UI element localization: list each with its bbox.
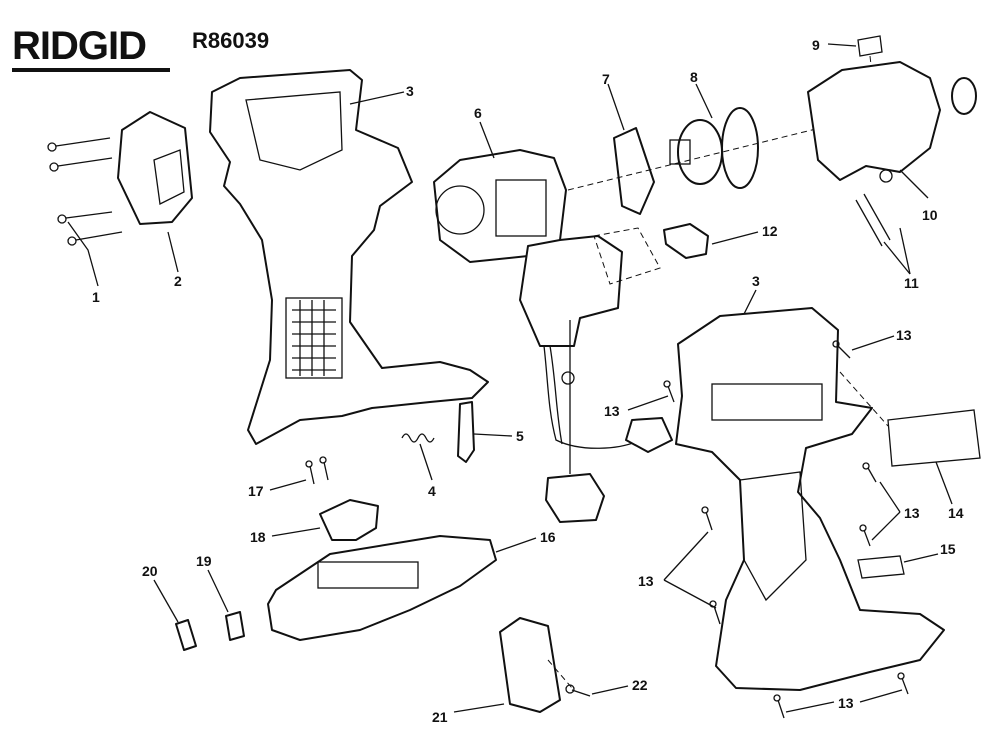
part-3-right-housing (675, 289, 945, 691)
callout-18: 18 (250, 529, 266, 545)
callout-20: 20 (142, 563, 158, 579)
part-19-clip (207, 569, 245, 641)
part-8-gear-assembly (669, 83, 759, 189)
brand-wordmark: RIDGID (12, 24, 147, 68)
switch-and-wiring-assembly (519, 235, 673, 523)
part-12-lens (593, 223, 759, 285)
callout-13-top-right: 13 (896, 327, 912, 343)
part-10-gear-case (807, 61, 977, 199)
callout-9: 9 (812, 37, 820, 53)
part-20-led (153, 579, 197, 651)
callout-16: 16 (540, 529, 556, 545)
callout-15: 15 (940, 541, 956, 557)
callout-13-bottom: 13 (838, 695, 854, 711)
callout-3-left-housing: 3 (406, 83, 414, 99)
part-15-small-label (857, 553, 939, 579)
part-4-spring (401, 433, 435, 481)
callout-8: 8 (690, 69, 698, 85)
callout-2: 2 (174, 273, 182, 289)
model-number: R86039 (192, 28, 270, 53)
ridgid-logo: RIDGID (12, 26, 170, 74)
part-6-motor (433, 121, 567, 263)
callout-10: 10 (922, 207, 938, 223)
callout-1: 1 (92, 289, 100, 305)
callout-12: 12 (762, 223, 778, 239)
callout-5: 5 (516, 428, 524, 444)
part-13-screws (627, 335, 909, 719)
logo-underline (12, 68, 170, 72)
callout-22: 22 (632, 677, 648, 693)
part-3-left-housing (209, 69, 489, 445)
part-17-screws (269, 456, 329, 491)
callout-11: 11 (904, 275, 919, 291)
callout-4: 4 (428, 483, 436, 499)
part-11-wires (855, 193, 911, 275)
callout-labels: 1 2 3 3 4 5 6 7 8 9 10 11 12 13 13 13 13… (92, 37, 964, 725)
callout-7: 7 (602, 71, 610, 87)
callout-3-right-housing: 3 (752, 273, 760, 289)
part-5-lever (457, 401, 513, 463)
callout-19: 19 (196, 553, 212, 569)
part-16-base-plate (267, 535, 537, 641)
callout-13-right: 13 (904, 505, 920, 521)
callout-21: 21 (432, 709, 448, 725)
part-2-front-cap (117, 111, 193, 273)
part-7-ring-gear (607, 83, 655, 215)
callout-14: 14 (948, 505, 964, 521)
part-1-screws (47, 137, 123, 287)
callout-17: 17 (248, 483, 264, 499)
callout-13-lower-left: 13 (638, 573, 654, 589)
callout-6: 6 (474, 105, 482, 121)
part-14-data-label (839, 371, 981, 505)
part-22-screw (547, 659, 629, 697)
part-18-terminal (271, 499, 379, 541)
callout-13-left: 13 (604, 403, 620, 419)
part-21-belt-clip (453, 617, 561, 713)
